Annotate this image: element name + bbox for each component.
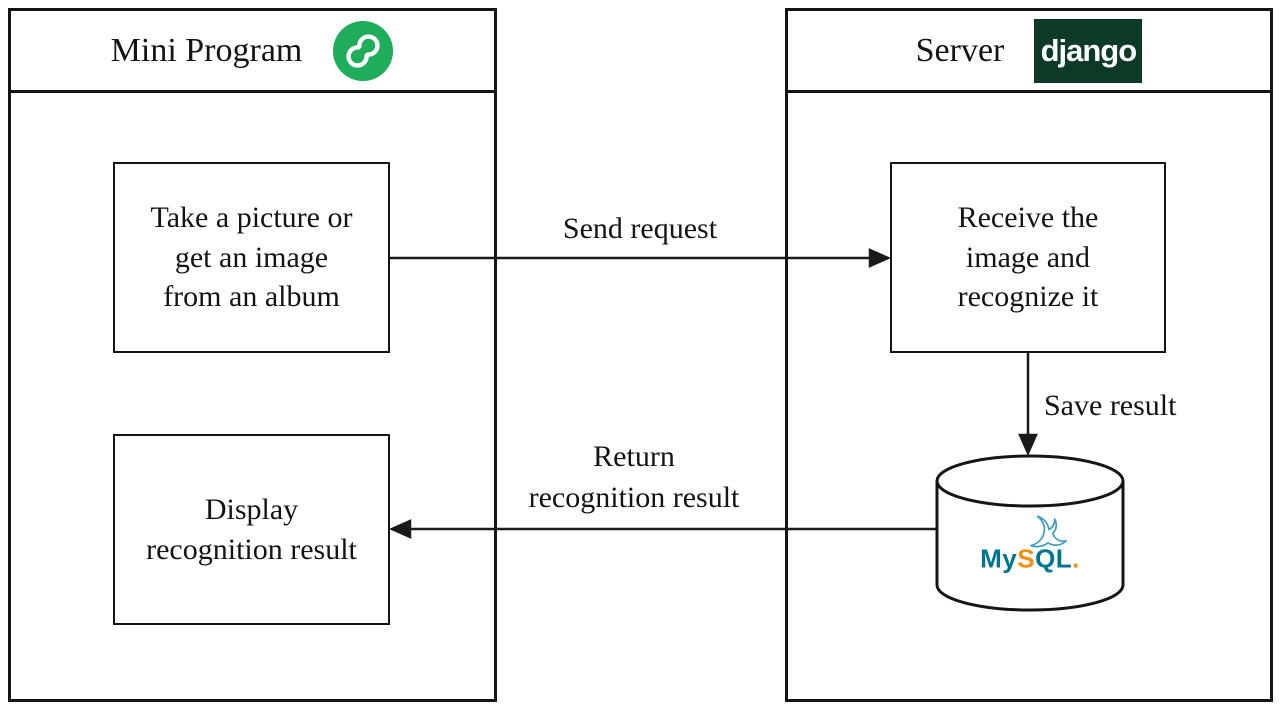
panel-header-mini-program: Mini Program	[11, 11, 494, 93]
mysql-logo-text: MySQL.	[980, 546, 1080, 572]
mysql-dolphin-icon	[1030, 515, 1067, 548]
server-title: Server	[915, 31, 1005, 69]
panel-mini-program: Mini Program	[8, 8, 497, 702]
node-capture-image: Take a picture or get an image from an a…	[113, 162, 390, 353]
save-result-arrowhead-icon	[1018, 433, 1038, 457]
label-return-recognition-result: Return recognition result	[528, 440, 740, 514]
panel-server: Server django	[785, 8, 1273, 702]
mysql-text-ql: QL	[1035, 543, 1073, 574]
mysql-database: MySQL.	[935, 454, 1125, 612]
node-receive-label: Receive the image and recognize it	[957, 201, 1099, 314]
node-capture-label: Take a picture or get an image from an a…	[150, 201, 353, 314]
node-receive-recognize: Receive the image and recognize it	[890, 162, 1166, 353]
node-display-result: Display recognition result	[113, 434, 390, 625]
mini-program-title: Mini Program	[110, 31, 303, 69]
label-send-request: Send request	[562, 212, 718, 245]
mysql-logo: MySQL.	[980, 513, 1080, 572]
send-request-arrowhead-icon	[868, 248, 892, 268]
mysql-text-my: My	[980, 543, 1018, 574]
mysql-text-s: S	[1017, 543, 1036, 574]
django-logo: django	[1034, 18, 1143, 83]
database-cylinder-icon	[935, 454, 1125, 612]
django-logo-text: django	[1040, 32, 1138, 68]
return-result-arrowhead-icon	[388, 519, 412, 539]
wechat-mini-program-icon	[332, 20, 394, 82]
node-display-label: Display recognition result	[146, 492, 357, 566]
mysql-text-dot: .	[1072, 543, 1080, 574]
panel-header-server: Server django	[788, 11, 1270, 93]
label-save-result: Save result	[1044, 389, 1177, 422]
